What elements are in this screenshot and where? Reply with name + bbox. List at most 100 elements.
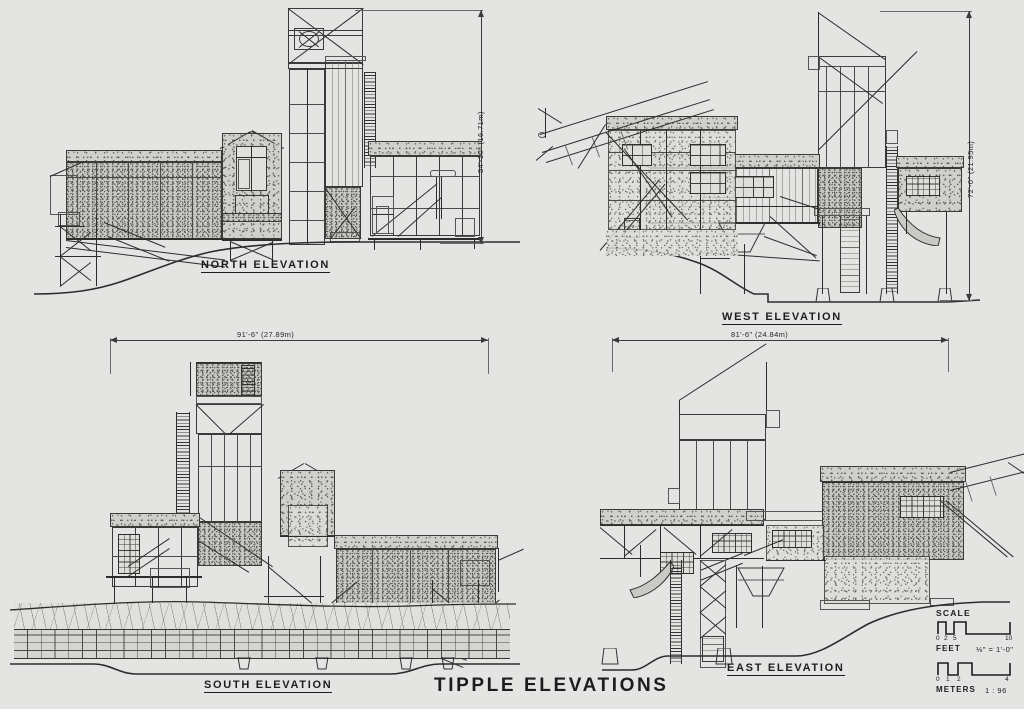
east-left-hanger bbox=[640, 545, 641, 577]
shed-pipe bbox=[436, 177, 437, 219]
scale-title: SCALE bbox=[936, 608, 971, 618]
east-tower-bracket bbox=[668, 488, 680, 504]
south-bin-ladder bbox=[241, 365, 255, 397]
south-gable-sill bbox=[280, 536, 335, 537]
east-conveyor-chord bbox=[949, 450, 1024, 473]
south-ballast-rubble bbox=[14, 629, 510, 659]
west-dim-ext-bottom bbox=[940, 300, 972, 301]
west-dim-arrow-bottom bbox=[966, 294, 972, 301]
south-left-roof bbox=[110, 513, 200, 527]
tower-siding bbox=[325, 60, 363, 187]
gallery-post bbox=[192, 162, 193, 240]
east-dim-ext-left bbox=[612, 338, 613, 372]
east-tower-left-edge bbox=[679, 400, 680, 414]
south-right-arm bbox=[497, 548, 524, 561]
west-main-window bbox=[690, 172, 726, 194]
east-left-post bbox=[624, 525, 625, 559]
east-right-roof bbox=[820, 466, 966, 482]
east-right-footing bbox=[820, 600, 870, 610]
east-hopper bbox=[737, 567, 785, 597]
east-right-body bbox=[822, 482, 964, 560]
north-dim-line bbox=[481, 10, 482, 244]
south-grade-line bbox=[10, 600, 516, 611]
south-dim-line bbox=[110, 340, 488, 341]
hoist-post bbox=[230, 241, 231, 261]
scale-bar-meters bbox=[937, 662, 1011, 676]
south-dim-arrow-left bbox=[110, 337, 117, 343]
west-right-post bbox=[906, 212, 907, 234]
east-deck-rail bbox=[746, 511, 830, 521]
shed-sill bbox=[368, 238, 482, 240]
west-main-window bbox=[690, 144, 726, 166]
west-tower-mullion bbox=[854, 66, 855, 168]
east-right-girt bbox=[822, 482, 862, 483]
east-tower-roof bbox=[678, 343, 767, 401]
shed-post bbox=[420, 240, 421, 250]
south-right-post bbox=[448, 549, 449, 607]
window-rail bbox=[236, 157, 267, 158]
scale-tick-feet-2: 2 bbox=[944, 635, 948, 642]
tower-mullion bbox=[307, 69, 308, 245]
east-left-brace bbox=[663, 527, 697, 555]
south-left-post bbox=[152, 578, 153, 614]
north-dim-ext-top bbox=[355, 10, 483, 11]
east-tower-upper bbox=[679, 414, 766, 440]
east-dimension-text: 81'-6" (24.84m) bbox=[731, 330, 789, 339]
east-tower-bracket bbox=[766, 410, 780, 428]
window-sash bbox=[238, 159, 250, 189]
east-deck-band-left bbox=[600, 509, 764, 525]
south-tower-ladder bbox=[176, 412, 190, 522]
south-left-deck bbox=[106, 576, 202, 578]
gallery-post bbox=[160, 162, 161, 240]
south-left-railing bbox=[150, 568, 190, 588]
south-ground-line bbox=[10, 663, 520, 675]
conveyor-leg bbox=[535, 145, 554, 161]
scale-block: SCALE 0 2 5 10 FEET ⅛" = 1'-0" 0 1 2 4 M… bbox=[936, 608, 1020, 697]
north-dimension-text: 54'-10" (16.71m) bbox=[476, 111, 485, 173]
scale-bar-feet bbox=[937, 621, 1011, 635]
shed-post bbox=[474, 240, 475, 249]
scale-tick-feet-0: 0 bbox=[936, 635, 940, 642]
west-right-post bbox=[946, 212, 947, 294]
west-tower-mullion bbox=[826, 66, 827, 168]
east-tower-mullion bbox=[730, 440, 731, 520]
south-right-bin bbox=[460, 560, 490, 586]
shed-tank bbox=[430, 170, 456, 177]
west-tower-bracket bbox=[886, 130, 898, 144]
south-top-bin-cap bbox=[196, 362, 262, 363]
south-left-post bbox=[114, 578, 115, 612]
west-footings bbox=[815, 288, 953, 303]
east-right-window bbox=[900, 496, 944, 518]
shed-girt bbox=[370, 176, 480, 177]
east-curved-chute bbox=[629, 561, 674, 598]
gallery-siding-north bbox=[66, 162, 222, 240]
east-tower-mullion bbox=[713, 440, 714, 520]
east-ground-line bbox=[602, 601, 1010, 671]
scale-ratio-feet: ⅛" = 1'-0" bbox=[976, 645, 1014, 654]
south-ladder-rail bbox=[176, 412, 177, 522]
west-tower-leg bbox=[866, 215, 867, 294]
shed-roof-north bbox=[368, 141, 482, 156]
west-lower-post bbox=[744, 244, 745, 294]
west-tower-roof bbox=[817, 12, 886, 60]
east-dim-arrow-right bbox=[941, 337, 948, 343]
conveyor-head bbox=[1007, 462, 1024, 475]
window-mullion bbox=[251, 146, 252, 191]
left-bent-head bbox=[50, 175, 78, 215]
west-tower-mullion bbox=[840, 66, 841, 168]
west-dim-line bbox=[969, 11, 970, 301]
south-tower-mullion bbox=[211, 434, 212, 522]
east-tower-mullion bbox=[696, 440, 697, 520]
west-dimension-text: 72'-0" (21.95m) bbox=[966, 140, 975, 198]
scale-tick-feet-10: 10 bbox=[1005, 635, 1013, 642]
east-tower-mullion bbox=[747, 440, 748, 520]
east-hopper-post bbox=[762, 566, 763, 628]
south-tower-mullion bbox=[224, 434, 225, 522]
south-left-window bbox=[118, 534, 140, 574]
south-right-roof bbox=[334, 535, 498, 549]
scale-ticks-feet: 0 2 5 10 bbox=[936, 635, 1020, 644]
south-left-post bbox=[186, 578, 187, 616]
east-right-foundation bbox=[824, 556, 930, 604]
west-main-post bbox=[640, 130, 641, 230]
east-hopper-post bbox=[736, 566, 737, 628]
